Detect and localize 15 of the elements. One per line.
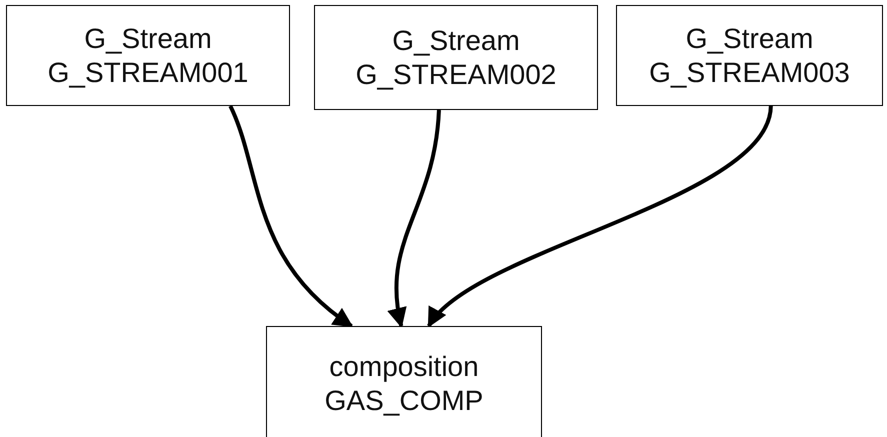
process-box	[314, 5, 598, 110]
node-type: G_Stream	[686, 22, 814, 56]
node-type: composition	[329, 350, 479, 384]
node-id: G_STREAM001	[48, 56, 248, 90]
arrow	[427, 105, 773, 328]
node-id: GAS_COMP	[324, 384, 484, 418]
process-box	[616, 5, 883, 106]
process-box	[266, 326, 542, 437]
node-id: G_STREAM003	[649, 56, 850, 90]
node-type: G_Stream	[392, 24, 520, 58]
node-type: G_Stream	[84, 22, 212, 56]
process-box	[6, 5, 290, 106]
arrow	[388, 110, 441, 328]
node-id: G_STREAM002	[356, 58, 556, 92]
arrow	[228, 105, 354, 328]
